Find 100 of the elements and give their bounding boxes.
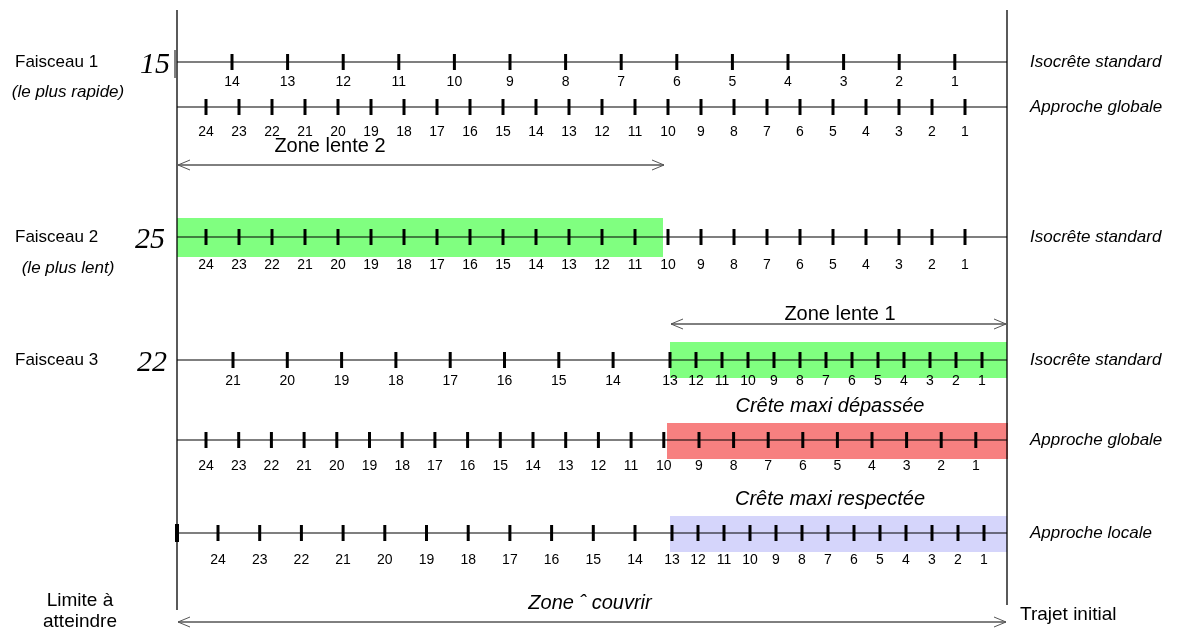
tick-label: 7	[617, 74, 626, 90]
row-note: (le plus rapide)	[11, 82, 125, 102]
tick-label: 4	[862, 257, 870, 273]
tick-label: 8	[729, 458, 738, 474]
tick-label: 17	[429, 124, 445, 140]
tick-label: 2	[928, 124, 936, 140]
tick-label: 19	[418, 552, 435, 568]
tick-label: 2	[937, 458, 946, 474]
tick-label: 16	[543, 552, 560, 568]
zone-label: Zone lente 1	[784, 302, 896, 324]
tick-label: 9	[772, 552, 780, 568]
bundle-value: 25	[135, 220, 165, 254]
tick-label: 3	[928, 552, 936, 568]
tick-label: 15	[495, 257, 511, 273]
tick-label: 9	[697, 257, 705, 273]
tick-label: 12	[688, 373, 704, 389]
tick-label: 11	[391, 74, 407, 90]
tick-label: 4	[784, 74, 792, 90]
tick-label: 4	[902, 552, 910, 568]
tick-label: 13	[664, 552, 680, 568]
tick-label: 12	[594, 257, 610, 273]
tick-label: 20	[329, 458, 345, 474]
series-label: Isocrête standard	[1030, 350, 1162, 370]
tick-label: 19	[363, 257, 379, 273]
tick-label: 15	[551, 373, 567, 389]
tick-label: 8	[730, 257, 738, 273]
tick-label: 8	[796, 373, 804, 389]
tick-label: 15	[492, 458, 509, 474]
tick-label: 23	[230, 458, 247, 474]
tick-label: 2	[928, 257, 936, 273]
row-note: (le plus lent)	[21, 258, 115, 278]
tick-label: 7	[763, 124, 771, 140]
zone-label: Zone ˆ couvrir	[528, 591, 652, 613]
series-label: Approche locale	[1030, 523, 1152, 543]
tick-label: 10	[446, 74, 463, 90]
tick-label: 9	[695, 458, 703, 474]
tick-label: 14	[605, 373, 621, 389]
tick-label: 4	[900, 373, 908, 389]
tick-label: 18	[396, 257, 412, 273]
tick-label: 23	[231, 124, 247, 140]
tick-label: 5	[829, 257, 837, 273]
tick-label: 21	[297, 124, 313, 140]
tick-label: 14	[528, 257, 544, 273]
limit-label: Limite à atteindre	[42, 590, 118, 632]
row-label: Faisceau 3	[15, 350, 99, 370]
tick-label: 1	[961, 124, 969, 140]
tick-label: 22	[264, 257, 280, 273]
series-label: Isocrête standard	[1030, 227, 1162, 247]
tick-label: 20	[330, 257, 346, 273]
tick-label: 12	[590, 458, 607, 474]
tick-label: 14	[528, 124, 544, 140]
tick-label: 11	[627, 257, 643, 273]
tick-label: 1	[980, 552, 988, 568]
tick-label: 15	[585, 552, 602, 568]
tick-label: 21	[296, 458, 312, 474]
tick-label: 6	[796, 124, 804, 140]
tick-label: 22	[293, 552, 310, 568]
tick-label: 3	[895, 124, 903, 140]
tick-label: 2	[952, 373, 960, 389]
tick-label: 3	[839, 74, 848, 90]
tick-label: 4	[862, 124, 870, 140]
tick-label: 5	[829, 124, 837, 140]
tick-label: 1	[978, 373, 986, 389]
tick-label: 5	[728, 74, 737, 90]
tick-label: 18	[460, 552, 476, 568]
band-caption: Crête maxi respectée	[734, 487, 926, 509]
series-label: Approche globale	[1030, 97, 1163, 117]
tick-label: 14	[627, 552, 643, 568]
tick-label: 15	[495, 124, 511, 140]
tick-label: 24	[198, 257, 214, 273]
tick-label: 13	[662, 373, 678, 389]
tick-label: 3	[902, 458, 911, 474]
tick-label: 17	[429, 257, 445, 273]
tick-label: 5	[833, 458, 842, 474]
tick-label: 11	[714, 373, 730, 389]
tick-label: 11	[623, 458, 639, 474]
tick-label: 9	[770, 373, 778, 389]
tick-label: 13	[557, 458, 574, 474]
tick-label: 20	[377, 552, 393, 568]
tick-label: 16	[496, 373, 513, 389]
series-label: Isocrête standard	[1030, 52, 1162, 72]
tick-label: 12	[335, 74, 351, 90]
tick-label: 23	[231, 257, 247, 273]
tick-label: 21	[335, 552, 351, 568]
tick-label: 11	[716, 552, 732, 568]
tick-label: 10	[656, 458, 672, 474]
tick-label: 9	[506, 74, 514, 90]
tick-label: 3	[926, 373, 934, 389]
tick-label: 2	[895, 74, 904, 90]
tick-label: 24	[198, 124, 214, 140]
tick-label: 11	[627, 124, 643, 140]
tick-label: 10	[740, 373, 756, 389]
tick-label: 1	[961, 257, 969, 273]
tick-label: 9	[697, 124, 705, 140]
tick-label: 6	[798, 458, 807, 474]
tick-label: 23	[251, 552, 268, 568]
tick-label: 7	[824, 552, 832, 568]
tick-label: 13	[561, 257, 577, 273]
band-caption: Crête maxi dépassée	[735, 394, 925, 416]
tick-label: 14	[525, 458, 541, 474]
